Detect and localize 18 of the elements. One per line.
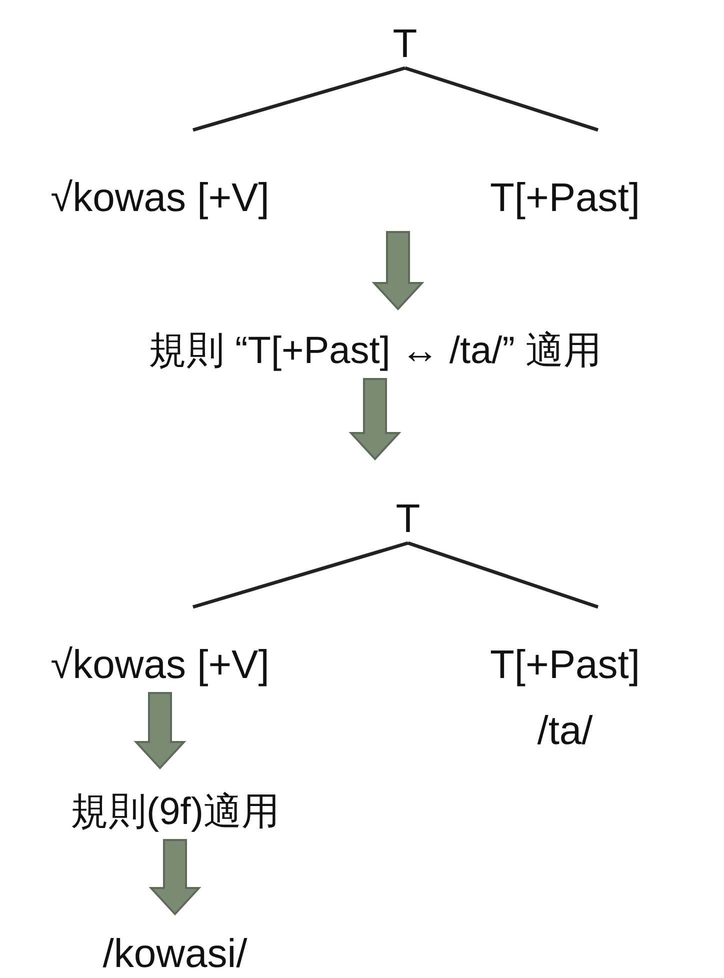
- block-arrow: [148, 839, 202, 916]
- tree-branch-line: [192, 541, 408, 609]
- tree-branch-line: [407, 541, 599, 609]
- tree-label: √kowas [+V]: [50, 643, 270, 687]
- tree-label: T[+Past]: [490, 176, 640, 220]
- block-arrow: [372, 231, 424, 310]
- realization-label: /ta/: [536, 709, 594, 753]
- tree-label: 規則(9f)適用: [70, 792, 280, 834]
- block-arrow: [348, 378, 402, 460]
- tree-label: 規則 “T[+Past] ↔ /ta/” 適用: [148, 331, 602, 373]
- tree-label: T: [392, 22, 418, 66]
- tree-label: T: [396, 497, 420, 541]
- tree-branch-line: [192, 66, 406, 132]
- tree-label: /kowasi/: [102, 932, 248, 976]
- tree-label: T[+Past]: [490, 643, 640, 687]
- tree-label: √kowas [+V]: [50, 176, 270, 220]
- tree-branch-line: [404, 66, 599, 132]
- block-arrow: [134, 692, 186, 770]
